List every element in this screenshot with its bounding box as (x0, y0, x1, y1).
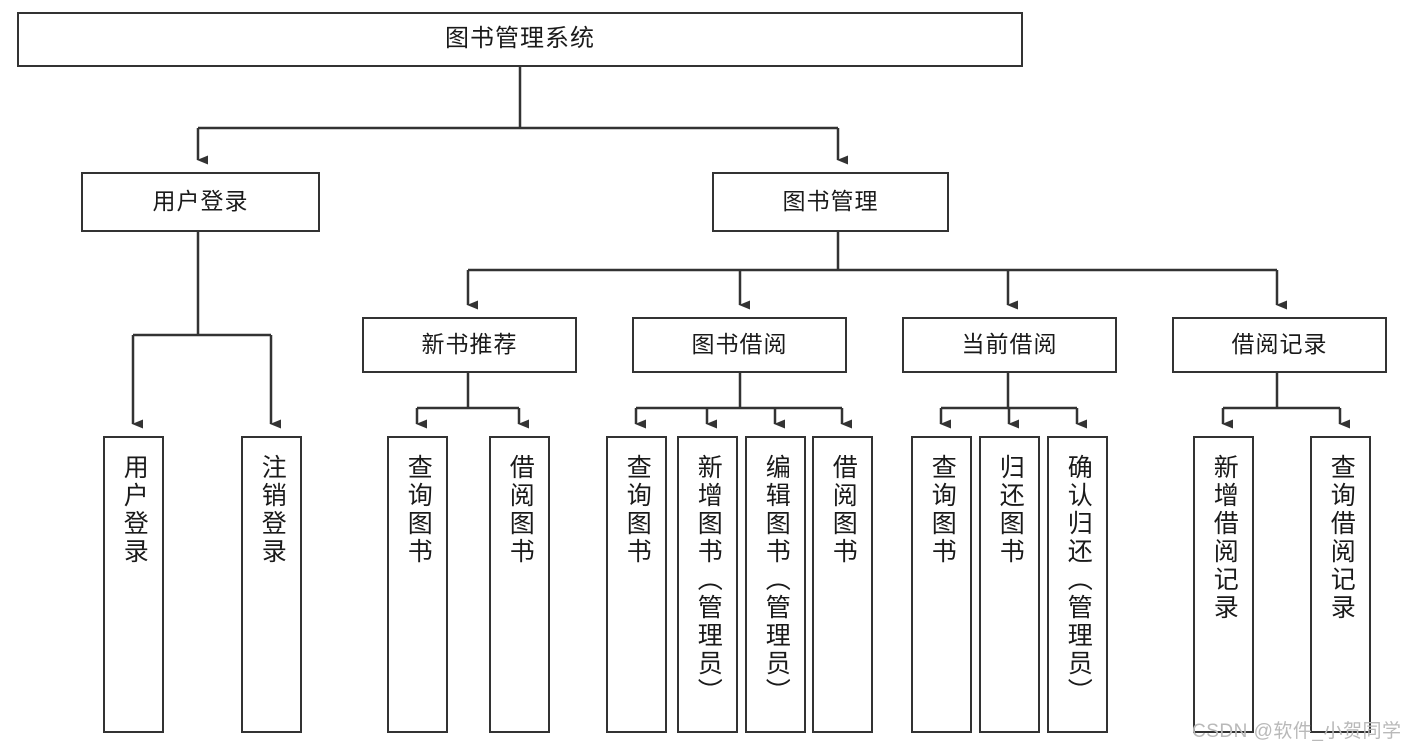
node-label: 图书管理系统 (445, 25, 595, 53)
node-label: 当前借阅 (961, 331, 1058, 358)
node-label: 图书借阅 (691, 331, 788, 358)
leaf-label: 归还图书 (996, 454, 1025, 566)
leaf-label: 新增图书（管理员） (694, 454, 723, 706)
node-current-borrow[interactable]: 当前借阅 (902, 317, 1117, 373)
leaf-label: 确认归还（管理员） (1064, 454, 1093, 706)
leaf-label: 编辑图书（管理员） (762, 454, 791, 706)
node-new-book-recommend[interactable]: 新书推荐 (362, 317, 577, 373)
leaf-label: 查询图书 (623, 454, 652, 566)
leaf-add-borrow-record[interactable]: 新增借阅记录 (1193, 436, 1254, 733)
node-label: 图书管理 (782, 188, 879, 215)
leaf-borrow-book-recommend[interactable]: 借阅图书 (489, 436, 550, 733)
leaf-confirm-return-admin[interactable]: 确认归还（管理员） (1047, 436, 1108, 733)
leaf-borrow-book[interactable]: 借阅图书 (812, 436, 873, 733)
leaf-return-book[interactable]: 归还图书 (979, 436, 1040, 733)
node-label: 新书推荐 (421, 331, 518, 358)
node-book-borrow[interactable]: 图书借阅 (632, 317, 847, 373)
node-root-system[interactable]: 图书管理系统 (17, 12, 1023, 67)
node-borrow-record[interactable]: 借阅记录 (1172, 317, 1387, 373)
leaf-label: 注销登录 (258, 454, 287, 566)
leaf-edit-book-admin[interactable]: 编辑图书（管理员） (745, 436, 806, 733)
leaf-label: 查询图书 (404, 454, 433, 566)
leaf-query-book-recommend[interactable]: 查询图书 (387, 436, 448, 733)
node-label: 借阅记录 (1231, 331, 1328, 358)
node-label: 用户登录 (152, 188, 249, 215)
leaf-label: 借阅图书 (506, 454, 535, 566)
leaf-label: 用户登录 (120, 454, 149, 566)
node-user-login[interactable]: 用户登录 (81, 172, 320, 232)
leaf-query-book-borrow[interactable]: 查询图书 (606, 436, 667, 733)
leaf-label: 查询借阅记录 (1327, 454, 1356, 622)
csdn-watermark: CSDN @软件_小贺同学 (1192, 721, 1402, 742)
leaf-label: 新增借阅记录 (1210, 454, 1239, 622)
leaf-label: 借阅图书 (829, 454, 858, 566)
leaf-label: 查询图书 (928, 454, 957, 566)
leaf-logout[interactable]: 注销登录 (241, 436, 302, 733)
leaf-query-borrow-record[interactable]: 查询借阅记录 (1310, 436, 1371, 733)
leaf-add-book-admin[interactable]: 新增图书（管理员） (677, 436, 738, 733)
leaf-query-book-current[interactable]: 查询图书 (911, 436, 972, 733)
node-book-management[interactable]: 图书管理 (712, 172, 949, 232)
leaf-user-login[interactable]: 用户登录 (103, 436, 164, 733)
